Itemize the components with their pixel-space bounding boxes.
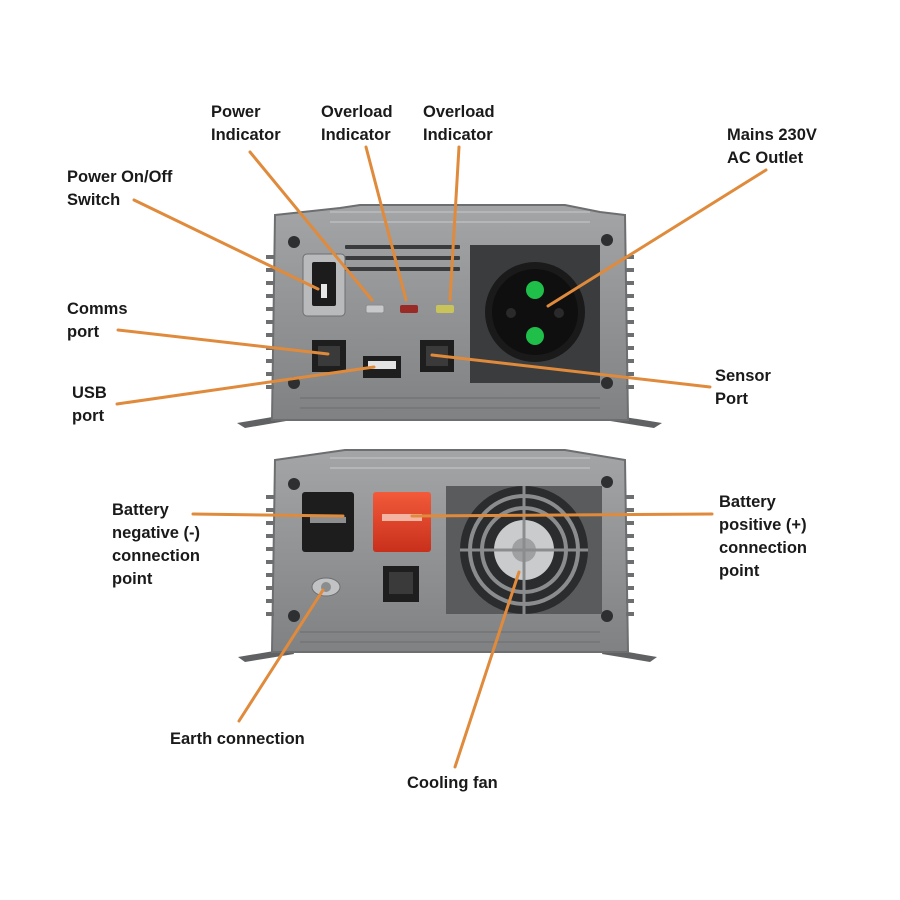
label-overload-indicator-1: Overload Indicator: [321, 103, 393, 144]
leader-overload-2: [448, 145, 461, 302]
front-vent-slots: [345, 245, 460, 271]
schuko-socket-icon: [470, 245, 600, 383]
leader-battery-negative: [191, 512, 345, 518]
label-cooling-fan: Cooling fan: [407, 774, 498, 792]
back-side-fins: [266, 495, 634, 616]
leader-cooling-fan: [453, 570, 521, 769]
leader-usb-port: [115, 365, 376, 406]
wing-nut-icon: [311, 577, 341, 597]
front-bottom-ribs: [300, 397, 600, 409]
label-earth-connection: Earth connection: [170, 730, 305, 748]
leader-battery-positive: [410, 512, 714, 518]
leader-mains-outlet: [546, 168, 768, 308]
label-power-switch: Power On/Off Switch: [67, 168, 173, 209]
back-rj-port-icon: [383, 566, 419, 602]
leader-power-switch: [132, 198, 320, 291]
front-side-fins: [266, 255, 634, 389]
label-battery-positive: Battery positive (+) connection point: [719, 493, 808, 580]
overload-led-red: [400, 305, 418, 313]
back-screws: [288, 476, 613, 622]
power-switch-icon: [302, 253, 346, 317]
leader-overload-1: [364, 145, 408, 302]
label-comms-port: Comms port: [67, 300, 128, 341]
label-sensor-port: Sensor Port: [715, 367, 771, 408]
overload-led-yellow: [436, 305, 454, 313]
label-battery-negative: Battery negative (-) connection point: [112, 501, 201, 588]
label-mains-outlet: Mains 230V AC Outlet: [727, 126, 817, 167]
power-led: [365, 304, 385, 314]
front-top-ribs: [330, 211, 590, 223]
leader-comms-port: [116, 328, 330, 356]
front-panel: [237, 204, 662, 428]
label-overload-indicator-2: Overload Indicator: [423, 103, 495, 144]
rj-port-icon: [312, 340, 346, 372]
front-screws: [288, 234, 613, 389]
leader-earth-connection: [237, 588, 325, 723]
leader-power-indicator: [248, 150, 374, 302]
leader-lines: [115, 145, 768, 769]
negative-terminal-icon: [302, 492, 354, 552]
usb-port-icon: [363, 356, 401, 378]
back-panel: [238, 449, 657, 662]
leader-sensor-port: [430, 353, 712, 389]
label-usb-port: USB port: [72, 384, 107, 425]
label-power-indicator: Power Indicator: [211, 103, 281, 144]
fan-icon: [446, 486, 602, 614]
positive-terminal-icon: [373, 492, 431, 552]
